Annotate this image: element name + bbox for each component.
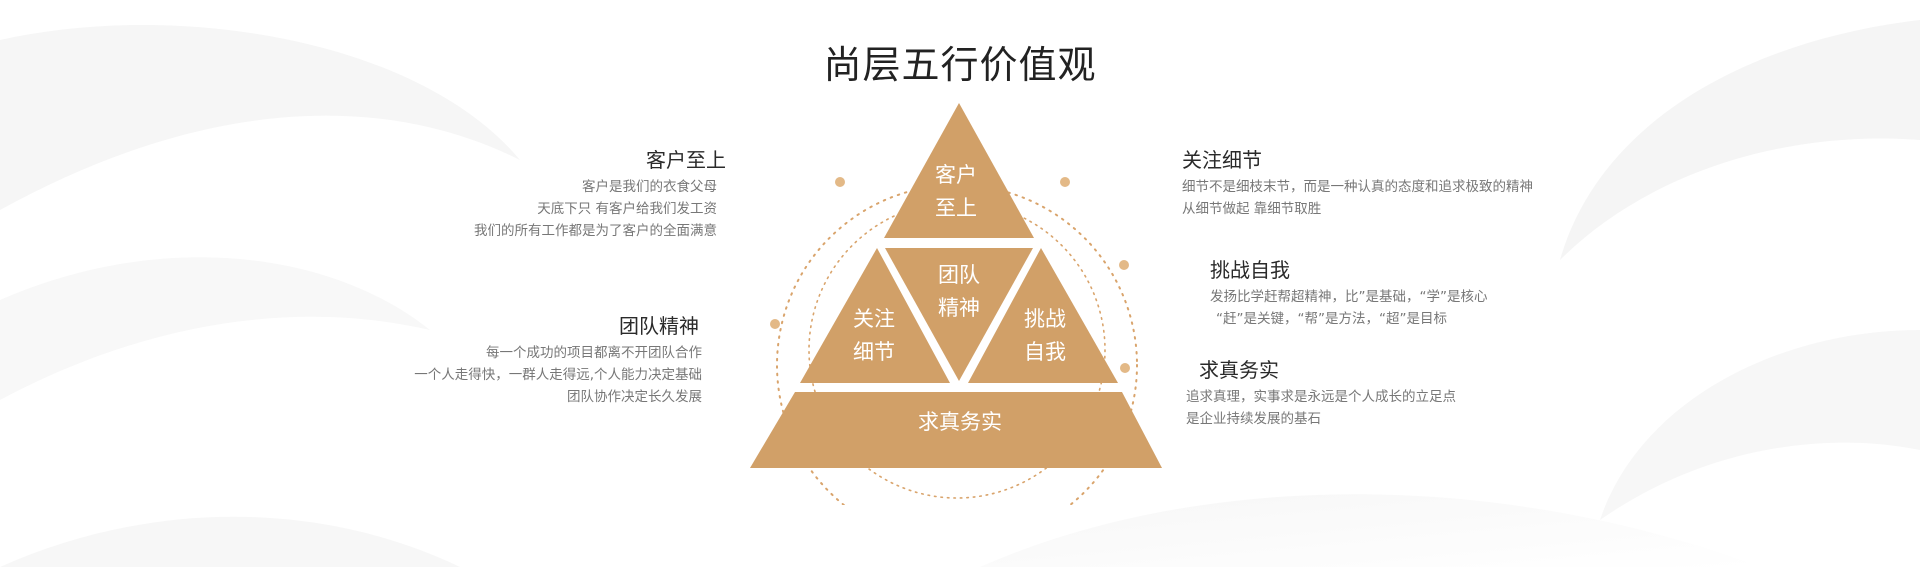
value-title: 关注细节 — [1182, 148, 1262, 172]
triangle-customer — [884, 103, 1034, 238]
value-line: 天底下只 有客户给我们发工资 — [537, 201, 717, 217]
triangle-team — [885, 248, 1033, 381]
value-title: 求真务实 — [1199, 358, 1279, 382]
value-title: 客户至上 — [646, 148, 726, 172]
value-title: 团队精神 — [619, 314, 699, 338]
value-line: 细节不是细枝末节，而是一种认真的态度和追求极致的精神 — [1182, 179, 1533, 195]
value-title: 挑战自我 — [1210, 258, 1290, 282]
value-line: 是企业持续发展的基石 — [1186, 411, 1321, 427]
value-block-customer: 客户至上 客户是我们的衣食父母 天底下只 有客户给我们发工资 我们的所有工作都是… — [400, 146, 726, 242]
orbit-dot — [770, 319, 780, 329]
value-line: 追求真理，实事求是永远是个人成长的立足点 — [1186, 389, 1456, 405]
value-line: 从细节做起 靠细节取胜 — [1182, 201, 1322, 217]
value-line: 每一个成功的项目都离不开团队合作 — [486, 345, 702, 361]
value-block-detail: 关注细节 细节不是细枝末节，而是一种认真的态度和追求极致的精神 从细节做起 靠细… — [1182, 146, 1602, 220]
value-line: “赶”是关键，“帮”是方法，“超”是目标 — [1216, 311, 1447, 327]
orbit-dot — [1119, 260, 1129, 270]
value-line: 我们的所有工作都是为了客户的全面满意 — [474, 223, 717, 239]
orbit-dot — [835, 177, 845, 187]
pyramid-label-truth: 求真务实 — [918, 410, 1002, 434]
value-line: 发扬比学赶帮超精神，比”是基础，“学”是核心 — [1210, 289, 1488, 305]
value-line: 客户是我们的衣食父母 — [582, 179, 717, 195]
page-title: 尚层五行价值观 — [823, 43, 1097, 87]
value-block-truth: 求真务实 追求真理，实事求是永远是个人成长的立足点 是企业持续发展的基石 — [1186, 356, 1606, 430]
triangle-detail — [800, 248, 950, 383]
pyramid-label-detail: 关注 细节 — [853, 307, 895, 364]
value-pyramid — [750, 103, 1162, 505]
pyramid-label-customer: 客户 至上 — [935, 163, 977, 220]
base-trapezoid — [750, 392, 1162, 468]
value-block-challenge: 挑战自我 发扬比学赶帮超精神，比”是基础，“学”是核心 “赶”是关键，“帮”是方… — [1210, 256, 1630, 330]
pyramid-label-challenge: 挑战 自我 — [1024, 307, 1066, 364]
value-line: 一个人走得快，一群人走得远,个人能力决定基础 — [414, 367, 702, 383]
value-block-team: 团队精神 每一个成功的项目都离不开团队合作 一个人走得快，一群人走得远,个人能力… — [300, 312, 702, 408]
triangle-challenge — [968, 248, 1118, 383]
pyramid-label-team: 团队 精神 — [938, 263, 980, 320]
orbit-dot — [1120, 363, 1130, 373]
value-line: 团队协作决定长久发展 — [567, 389, 702, 405]
orbit-dot — [1060, 177, 1070, 187]
